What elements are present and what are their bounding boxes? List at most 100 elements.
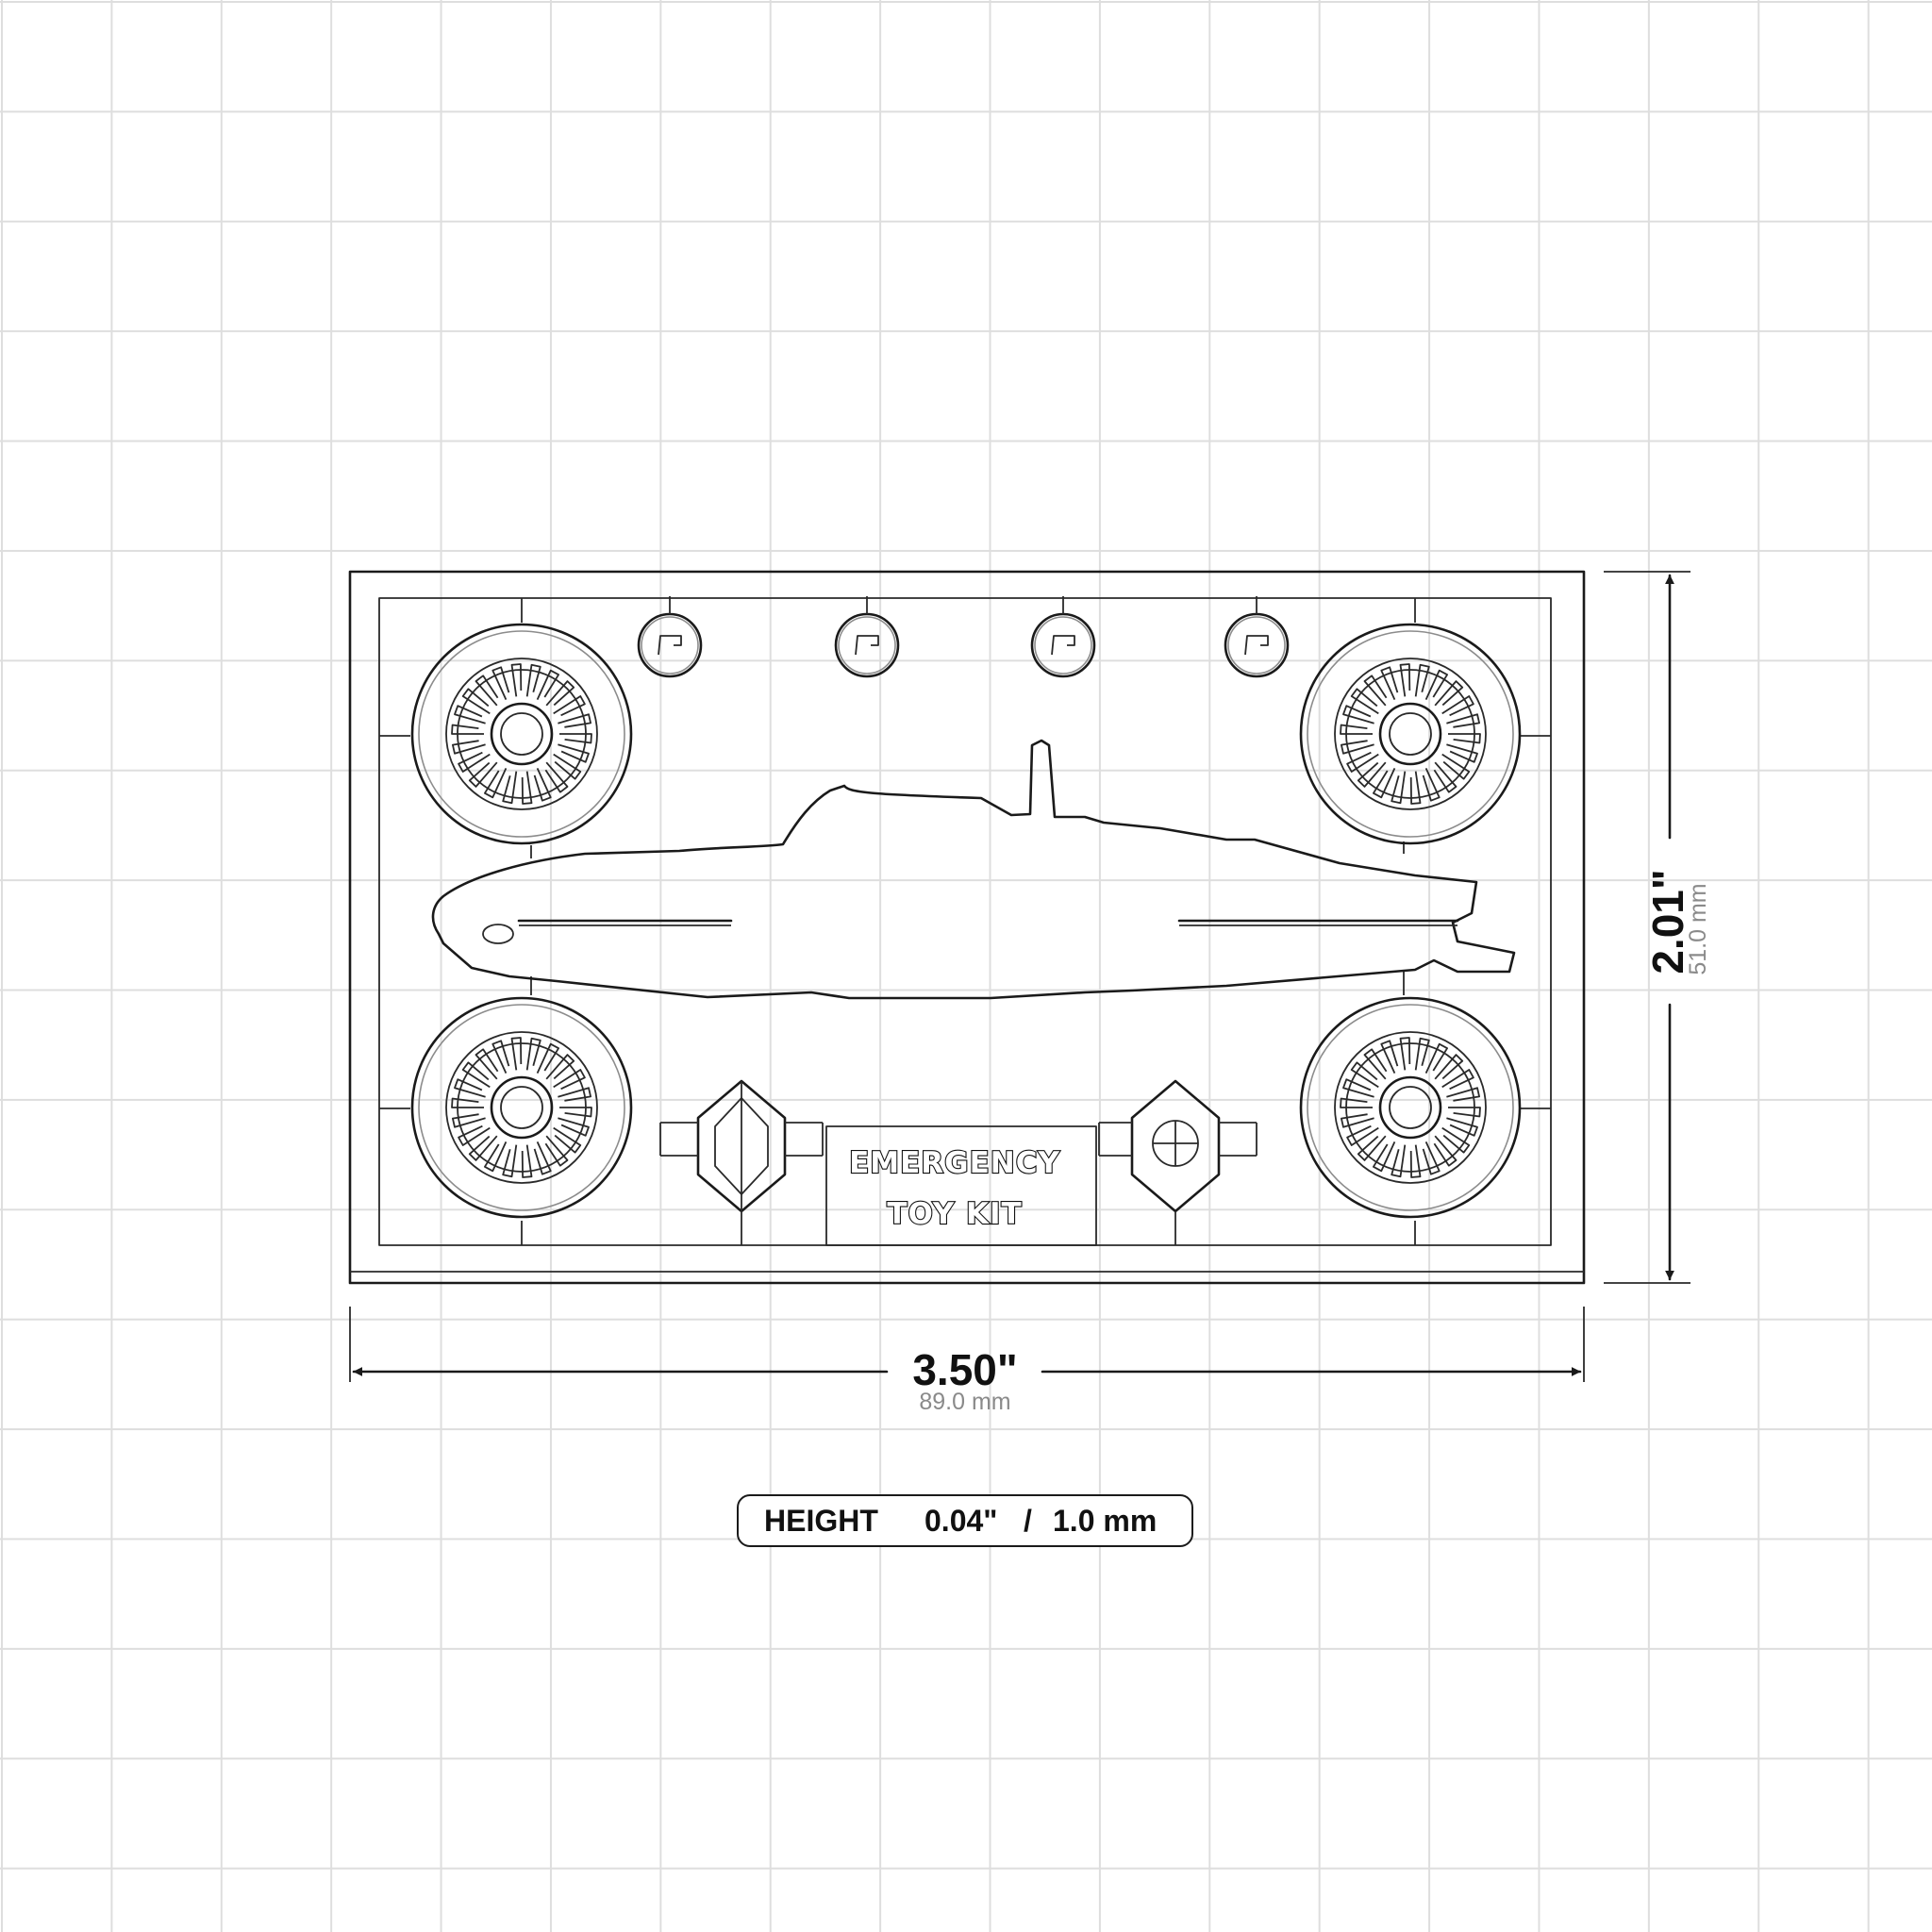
wheel-part xyxy=(1299,996,1522,1219)
width-metric: 89.0 mm xyxy=(919,1389,1010,1415)
wheel-spoke xyxy=(1424,1042,1448,1074)
wheel-spoke xyxy=(451,724,484,735)
wheel-spoke xyxy=(553,753,582,780)
wheel-spoke xyxy=(553,1126,582,1154)
height-badge-text: HEIGHT 0.04" / 1.0 mm xyxy=(764,1504,1157,1538)
wheel-spoke xyxy=(533,1141,552,1175)
wheel-spoke xyxy=(451,1097,484,1108)
wheel-spoke xyxy=(1357,761,1387,788)
wheel-spoke xyxy=(468,761,498,788)
wheel-spoke xyxy=(1342,1078,1374,1098)
plate-text-line-2: TOY KIT xyxy=(887,1197,1022,1231)
wheel-spoke xyxy=(1391,771,1407,805)
wheel-spoke xyxy=(1441,753,1471,780)
plate-text-line-1: EMERGENCY xyxy=(849,1146,1060,1180)
tail-connector xyxy=(1098,1079,1257,1245)
wheel-spoke xyxy=(1342,705,1374,724)
wheel-part xyxy=(1299,623,1522,845)
wheel-spoke xyxy=(502,771,518,805)
wheel-spoke xyxy=(461,688,491,715)
wheel-spoke xyxy=(1340,1097,1373,1108)
sprue-plate: EMERGENCY TOY KIT xyxy=(348,570,1586,1285)
wheel-spoke xyxy=(1414,663,1430,697)
wheel-spoke xyxy=(1422,1141,1441,1175)
airplane-fuselage xyxy=(431,739,1516,1000)
wheel-spoke xyxy=(461,1061,491,1089)
wheel-spoke xyxy=(1341,1113,1374,1128)
wheel-spoke xyxy=(1341,740,1374,755)
wheel-spoke xyxy=(1441,1069,1474,1091)
nose-connector xyxy=(659,1079,824,1245)
height-badge: HEIGHT 0.04" / 1.0 mm xyxy=(737,1494,1193,1547)
wheel-spoke xyxy=(536,1042,559,1074)
wheel-spoke xyxy=(1357,1135,1387,1161)
wheel-spoke xyxy=(1441,695,1474,717)
wheel-spoke xyxy=(553,695,586,717)
depth-metric: 51.0 mm xyxy=(1685,883,1711,974)
wheel-spoke xyxy=(484,768,508,799)
wheel-spoke xyxy=(1414,1037,1430,1071)
wheel-spoke xyxy=(559,1107,592,1118)
height-imperial: 0.04" xyxy=(924,1504,997,1538)
height-separator: / xyxy=(1024,1504,1032,1538)
wheel-spoke xyxy=(1350,1061,1379,1089)
wheel-spoke xyxy=(454,1078,486,1098)
wheel-spoke xyxy=(475,1048,499,1080)
wheel-spoke xyxy=(1346,751,1379,773)
wheel-spoke xyxy=(1422,768,1441,802)
wheel-spoke xyxy=(1409,771,1422,805)
height-metric: 1.0 mm xyxy=(1053,1504,1157,1538)
wheel-spoke xyxy=(545,1054,575,1080)
wheel-spoke xyxy=(1441,1126,1471,1154)
wheel-spoke xyxy=(1433,1135,1457,1167)
wheel-spoke xyxy=(510,663,523,697)
wheel-spoke xyxy=(1446,713,1480,728)
wheel-spoke xyxy=(1399,1037,1411,1071)
wheel-spoke xyxy=(558,1087,591,1102)
wheel-part xyxy=(410,623,633,845)
wheel-spoke xyxy=(1373,1141,1396,1173)
wheel-spoke xyxy=(558,713,591,728)
wheel-spoke xyxy=(553,1069,586,1091)
wheel-spoke xyxy=(491,1040,510,1074)
wheel-spoke xyxy=(1434,1054,1464,1080)
wheel-spoke xyxy=(1446,1087,1480,1102)
wheel-spoke xyxy=(545,680,575,707)
wheel-spoke xyxy=(1434,680,1464,707)
wheel-spoke xyxy=(544,1135,569,1167)
wheel-spoke xyxy=(484,1141,508,1173)
wheel-spoke xyxy=(525,663,541,697)
wheel-spoke xyxy=(1446,1117,1478,1137)
wheel-spoke xyxy=(1340,724,1373,735)
wheel-spoke xyxy=(1409,1144,1422,1178)
wheel-spoke xyxy=(510,1037,523,1071)
wheel-spoke xyxy=(1363,1048,1388,1080)
wheel-spoke xyxy=(1346,1124,1379,1146)
wheel-spoke xyxy=(1350,688,1379,715)
wheel-spoke xyxy=(491,666,510,700)
wheel-spoke xyxy=(1380,1040,1399,1074)
wheel-spoke xyxy=(475,675,499,707)
depth-dimension: 2.01" 51.0 mm xyxy=(1604,571,1711,1284)
wheel-spoke xyxy=(502,1144,518,1178)
height-label: HEIGHT xyxy=(764,1504,878,1538)
wheel-spoke xyxy=(558,1117,590,1137)
wheel-spoke xyxy=(525,1037,541,1071)
wheel-spoke xyxy=(1373,768,1396,799)
wheel-part xyxy=(410,996,633,1219)
wheel-spoke xyxy=(458,1124,491,1146)
wheel-spoke xyxy=(1448,1107,1481,1118)
wheel-spoke xyxy=(452,1113,486,1128)
wheel-spoke xyxy=(452,740,486,755)
width-dimension: 3.50" 89.0 mm xyxy=(349,1307,1585,1415)
wheel-spoke xyxy=(559,733,592,744)
wheel-spoke xyxy=(1391,1144,1407,1178)
wheel-spoke xyxy=(536,669,559,700)
wheel-spoke xyxy=(1433,761,1457,793)
wheel-spoke xyxy=(1399,663,1411,697)
wheel-spoke xyxy=(558,743,590,763)
wheel-spoke xyxy=(468,1135,498,1161)
hub-part xyxy=(1030,594,1096,678)
wheel-spoke xyxy=(1424,669,1448,700)
